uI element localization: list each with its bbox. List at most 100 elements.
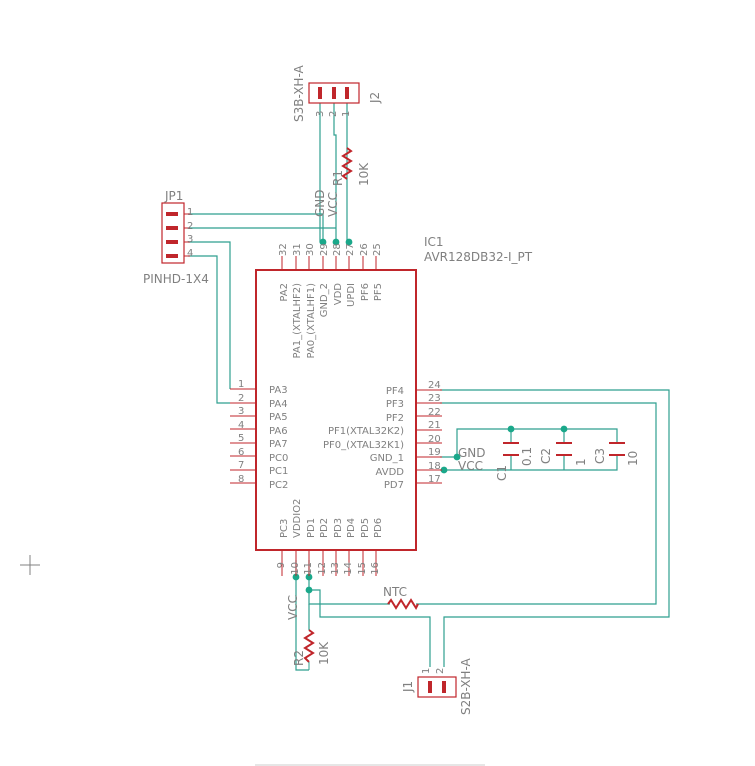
wire-jp1-1	[188, 213, 324, 242]
c3-capacitor[interactable]: C3 10	[593, 442, 640, 466]
net-label-vcc-bottom: VCC	[286, 595, 300, 620]
c3-value: 10	[626, 451, 640, 466]
ic-right-pin-num: 19	[428, 447, 441, 458]
wire-vcc-rail	[440, 455, 618, 471]
c1-capacitor[interactable]: C1 0.1	[495, 442, 534, 481]
c3-ref: C3	[593, 448, 607, 464]
j1-connector[interactable]: 1 2 J1 S2B-XH-A	[401, 657, 473, 715]
ic-left-pin-num: 3	[238, 406, 244, 417]
ic-bottom-pin-name: PD1	[306, 518, 317, 538]
ic-left-pin-name: PA7	[269, 439, 288, 450]
ic-right-pin-name: PF1(XTAL32K2)	[328, 426, 404, 437]
junction-pd1-ntc	[305, 586, 313, 594]
wire-vddio2	[295, 560, 309, 671]
c2-capacitor[interactable]: C2 1	[539, 442, 588, 466]
ic-left-pin-name: PA4	[269, 399, 288, 410]
ic-top-pin-num: 28	[332, 243, 343, 256]
jp1-value: PINHD-1X4	[143, 272, 209, 286]
ic-right-pin-num: 24	[428, 380, 441, 391]
ic-right-pin-num: 21	[428, 420, 441, 431]
ic-pin-stubs	[230, 256, 442, 576]
j2-connector[interactable]: 3 2 1 S3B-XH-A J2	[292, 64, 382, 122]
jp1-pin-num: 4	[187, 248, 193, 259]
ic-bottom-pin-name: PD2	[319, 518, 330, 538]
ic-top-pin-num: 26	[359, 243, 370, 256]
ic-bottom-pin-num: 11	[303, 562, 314, 575]
j1-pin-num: 1	[421, 668, 432, 674]
jp1-pin-num: 2	[187, 221, 193, 232]
ic-bottom-pins: PC3 VDDIO2 PD1 PD2 PD3 PD4 PD5 PD6 9 10 …	[276, 499, 384, 575]
jp1-header[interactable]: 1 2 3 4 JP1 PINHD-1X4	[143, 189, 209, 286]
ic-bottom-pin-num: 15	[357, 562, 368, 575]
ic-bottom-pin-num: 10	[290, 562, 301, 575]
c2-value: 1	[574, 458, 588, 466]
j1-value: S2B-XH-A	[459, 657, 473, 715]
ic-top-pin-name: PA2	[279, 283, 290, 302]
ic-right-pin-num: 18	[428, 461, 441, 472]
ic-left-pin-num: 4	[238, 420, 244, 431]
ic-right-pin-num: 17	[428, 474, 441, 485]
ic-top-pin-num: 29	[319, 243, 330, 256]
r2-resistor[interactable]: R2 10K	[292, 629, 331, 670]
ntc-resistor[interactable]: NTC	[383, 585, 419, 611]
ic-left-pin-name: PA3	[269, 385, 288, 396]
j2-value: S3B-XH-A	[292, 64, 306, 122]
ic-right-pins: 24 23 22 21 20 19 18 17 PF4 PF3 PF2 PF1(…	[323, 380, 441, 491]
ic-top-pin-name: PF6	[360, 283, 371, 301]
jp1-pin-num: 3	[187, 234, 193, 245]
ic-bottom-pin-num: 16	[370, 562, 381, 575]
ic-top-pin-name: PA1_(XTALHF2)	[292, 283, 303, 359]
ic-left-pin-name: PC1	[269, 466, 288, 477]
junctions	[292, 238, 568, 594]
wire-gnd-rail	[440, 428, 618, 458]
ic-bottom-pin-name: PD6	[373, 518, 384, 538]
ic-left-pin-name: PC2	[269, 480, 288, 491]
ic-left-pin-name: PC0	[269, 453, 288, 464]
ic-left-pin-num: 6	[238, 447, 244, 458]
junction-vcc-right	[440, 466, 448, 474]
r1-resistor[interactable]: R1 10K	[331, 147, 371, 186]
ic-right-pin-name: PD7	[384, 480, 404, 491]
ic-right-pin-name: PF2	[386, 413, 404, 424]
jp1-ref: JP1	[164, 189, 183, 203]
ic-top-pin-name: UPDI	[346, 283, 357, 307]
ic-top-pin-num: 32	[278, 243, 289, 256]
j1-ref: J1	[401, 681, 415, 693]
net-label-vcc-top: VCC	[326, 192, 340, 217]
ic-top-pin-num: 27	[345, 243, 356, 256]
j2-pin-num: 1	[341, 111, 352, 117]
net-label-gnd-top: GND	[313, 189, 327, 217]
wire-jp1-3	[188, 241, 231, 389]
ic-top-pin-name: GND_2	[319, 283, 330, 317]
ic-value: AVR128DB32-I_PT	[424, 250, 533, 264]
wire-jp1-4	[188, 255, 230, 404]
ic-right-pin-name: GND_1	[370, 453, 404, 464]
j2-pin-num: 3	[315, 111, 326, 117]
ic-left-pins: 1 2 3 4 5 6 7 8 PA3 PA4 PA5 PA6 PA7 PC0 …	[238, 379, 288, 491]
ic-bottom-pin-name: PD5	[360, 518, 371, 538]
c1-ref: C1	[495, 465, 509, 481]
ic-left-pin-num: 2	[238, 393, 244, 404]
ic-right-pin-num: 20	[428, 434, 441, 445]
ic-top-pin-num: 31	[292, 243, 303, 256]
c1-value: 0.1	[520, 447, 534, 466]
wire-j2-vcc	[333, 103, 337, 242]
j2-ref: J2	[368, 92, 382, 104]
j2-pin-num: 2	[328, 111, 339, 117]
ic-left-pin-num: 7	[238, 460, 244, 471]
wire-pf4-j1	[440, 389, 670, 667]
ic-ref: IC1	[424, 235, 444, 249]
junction-c2	[560, 425, 568, 433]
ic-top-pin-name: PF5	[373, 283, 384, 301]
junction-c1	[507, 425, 515, 433]
crosshair-cursor-icon	[20, 555, 40, 575]
j1-pin-num: 2	[435, 668, 446, 674]
ic-bottom-pin-name: PC3	[279, 519, 290, 538]
ic-bottom-pin-num: 13	[330, 562, 341, 575]
ic-left-pin-num: 5	[238, 433, 244, 444]
ic-right-pin-num: 22	[428, 407, 441, 418]
ic-left-pin-name: PA5	[269, 412, 288, 423]
net-label-vcc-right: VCC	[458, 459, 483, 473]
r1-ref: R1	[331, 170, 345, 186]
